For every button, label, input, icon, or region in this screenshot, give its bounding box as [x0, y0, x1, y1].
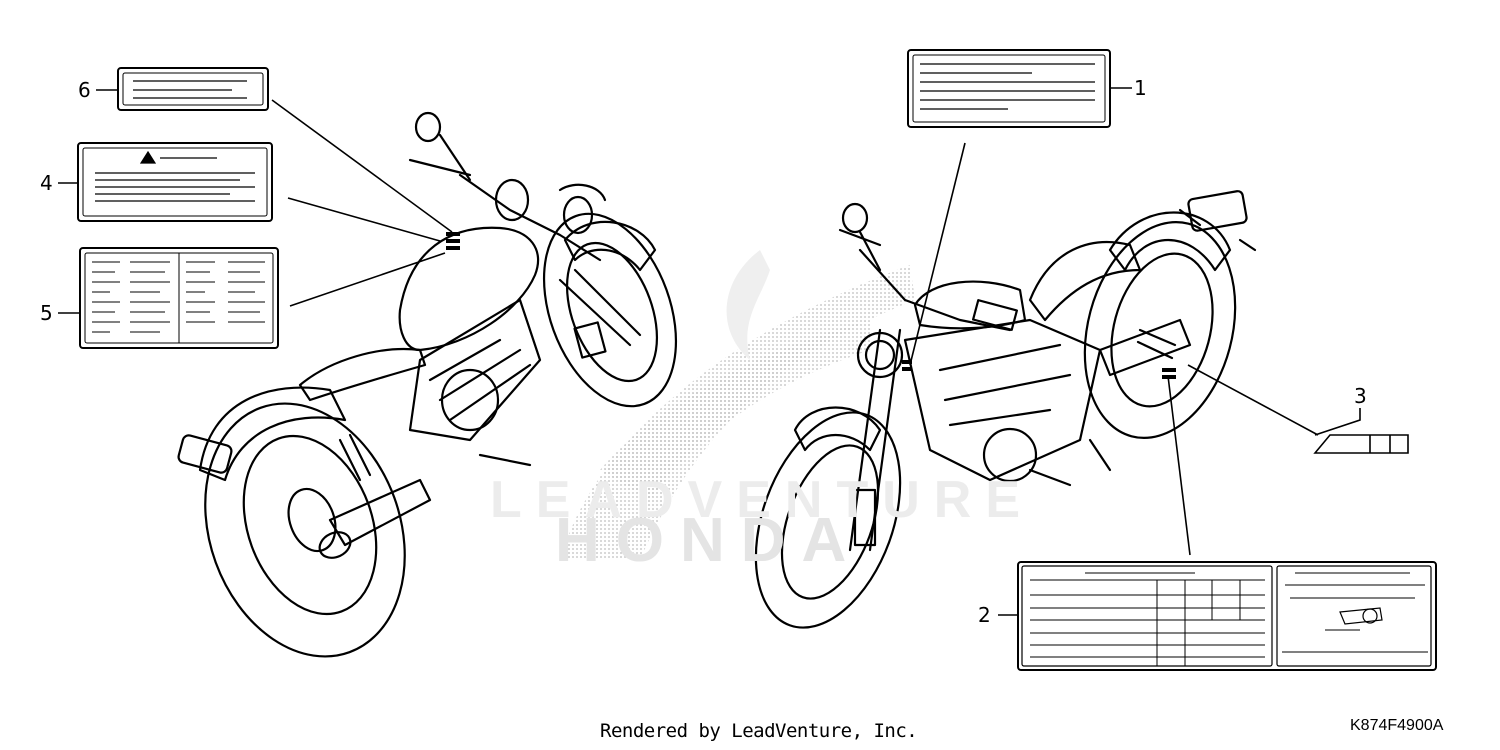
honda-watermark: HONDA	[555, 506, 863, 575]
motorcycle-left-view	[177, 111, 678, 658]
label-3-decal	[1313, 434, 1409, 454]
callout-5[interactable]: 5	[40, 301, 53, 325]
honda-wing-watermark	[560, 250, 915, 560]
callout-2[interactable]: 2	[978, 603, 991, 627]
label-5-decal	[79, 247, 279, 349]
label-4-warning-decal	[77, 142, 273, 222]
callout-3[interactable]: 3	[1354, 384, 1367, 408]
label-1-decal	[907, 49, 1111, 128]
left-tank-label-markers	[446, 232, 460, 250]
motorcycle-right-view	[754, 190, 1257, 629]
right-bike-label-markers	[902, 360, 1176, 379]
rendered-by-credit: Rendered by LeadVenture, Inc.	[600, 720, 918, 742]
callout-1[interactable]: 1	[1134, 76, 1147, 100]
diagram-code: K874F4900A	[1350, 717, 1444, 734]
callout-6[interactable]: 6	[78, 78, 91, 102]
label-2-decal	[1017, 561, 1437, 671]
leadventure-watermark: LEADVENTURE	[490, 471, 1035, 529]
label-6-decal	[117, 67, 269, 111]
callout-leader-lines	[58, 87, 1361, 616]
callout-4[interactable]: 4	[40, 171, 53, 195]
